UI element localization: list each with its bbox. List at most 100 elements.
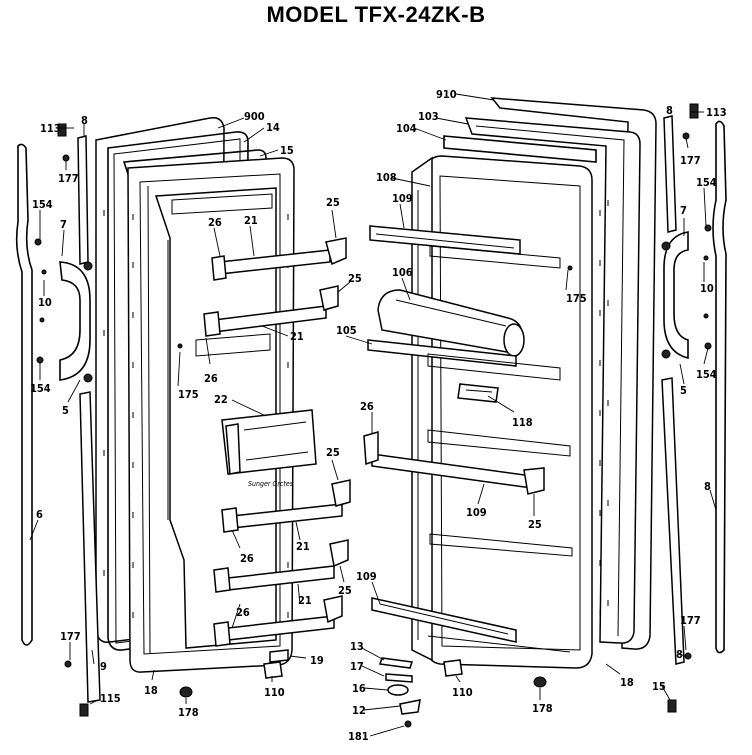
callout-108: 108 <box>376 171 397 184</box>
callout-25-c: 25 <box>326 446 340 459</box>
callout-177-right: 177 <box>680 154 701 167</box>
egg-tray <box>457 383 499 403</box>
left-hinge-pin <box>57 123 67 137</box>
callout-16: 16 <box>352 682 366 695</box>
callout-26-c: 26 <box>240 552 254 565</box>
left-trim-strip-lower <box>79 391 101 703</box>
freezer-leveling-foot <box>179 686 193 698</box>
hinge-hardware <box>379 657 421 728</box>
callout-110-left: 110 <box>264 686 285 699</box>
callout-21-d: 21 <box>298 594 312 607</box>
fresh-food-hinge-cover <box>443 659 463 677</box>
callout-910: 910 <box>436 88 457 101</box>
callout-178-right: 178 <box>532 702 553 715</box>
callout-25-b: 25 <box>348 272 362 285</box>
callout-19: 19 <box>310 654 324 667</box>
callout-7-right: 7 <box>680 204 687 217</box>
freezer-shelf-2 <box>203 285 339 337</box>
callout-21-c: 21 <box>296 540 310 553</box>
callout-21-a: 21 <box>244 214 258 227</box>
fresh-food-shelf-middle <box>363 431 545 495</box>
left-door-trim-rod <box>15 143 33 646</box>
butter-compartment <box>377 289 525 357</box>
freezer-door-assembly: Sunger Grctes <box>15 116 351 717</box>
diagram-title: MODEL TFX-24ZK-B <box>266 2 486 27</box>
callout-17: 17 <box>350 660 364 673</box>
right-hinge-pin <box>689 103 699 119</box>
callout-175-right: 175 <box>566 292 587 305</box>
callout-105: 105 <box>336 324 357 337</box>
callout-25-a: 25 <box>326 196 340 209</box>
callout-900: 900 <box>244 110 265 123</box>
callout-9-left: 9 <box>100 660 107 673</box>
fresh-food-door-gasket <box>464 117 641 644</box>
callout-109-c: 109 <box>356 570 377 583</box>
callout-177-left: 177 <box>58 172 79 185</box>
callout-104: 104 <box>396 122 417 135</box>
ice-bin-script-label: Sunger Grctes <box>248 480 294 488</box>
callout-154-right-top: 154 <box>696 176 717 189</box>
freezer-shelf-4 <box>213 539 349 593</box>
callout-15-right: 15 <box>652 680 666 693</box>
callout-113-left: 113 <box>40 122 61 135</box>
callout-15: 15 <box>280 144 294 157</box>
callout-181: 181 <box>348 730 369 743</box>
left-door-handle <box>59 261 91 381</box>
callout-13: 13 <box>350 640 364 653</box>
freezer-hinge-cover <box>263 661 283 679</box>
callout-labels: 900 14 15 113 8 177 154 7 10 154 5 6 177… <box>30 88 727 743</box>
callout-18-left: 18 <box>144 684 158 697</box>
callout-177-right-bottom: 177 <box>680 614 701 627</box>
callout-8-top-left: 8 <box>81 114 88 127</box>
fresh-food-door-liner <box>427 155 593 669</box>
callout-26-a: 26 <box>208 216 222 229</box>
callout-8-right-bottom: 8 <box>676 648 683 661</box>
callout-26-e: 26 <box>360 400 374 413</box>
callout-26-d: 26 <box>236 606 250 619</box>
callout-103: 103 <box>418 110 439 123</box>
fresh-food-breaker-strip <box>443 135 597 163</box>
fresh-food-leveling-foot <box>533 676 547 688</box>
callout-175-left: 175 <box>178 388 199 401</box>
fresh-food-door-assembly <box>363 97 727 728</box>
callout-7-left: 7 <box>60 218 67 231</box>
callout-118: 118 <box>512 416 533 429</box>
right-trim-strip-lower <box>661 377 685 665</box>
callout-12: 12 <box>352 704 366 717</box>
fresh-food-shelf-top <box>369 225 561 269</box>
fresh-food-shelf-bottom <box>371 597 517 643</box>
callout-110-right: 110 <box>452 686 473 699</box>
callout-14: 14 <box>266 121 280 134</box>
callout-113-right: 113 <box>706 106 727 119</box>
callout-10-right: 10 <box>700 282 714 295</box>
callout-109-b: 109 <box>466 506 487 519</box>
callout-115: 115 <box>100 692 121 705</box>
callout-21-b: 21 <box>290 330 304 343</box>
freezer-ice-bin: Sunger Grctes <box>221 409 317 488</box>
callout-6-left: 6 <box>36 508 43 521</box>
left-trim-strip-upper <box>77 135 89 265</box>
freezer-shelf-3 <box>221 479 351 533</box>
callout-22: 22 <box>214 393 228 406</box>
leader-lines <box>29 93 717 737</box>
callout-109-a: 109 <box>392 192 413 205</box>
freezer-shelf-5 <box>213 595 343 647</box>
callout-8-right: 8 <box>666 104 673 117</box>
callout-5-left: 5 <box>62 404 69 417</box>
right-door-trim-rod <box>712 120 727 654</box>
right-door-handle <box>663 231 689 360</box>
callout-106: 106 <box>392 266 413 279</box>
callout-177-left-bottom: 177 <box>60 630 81 643</box>
callout-25-e: 25 <box>528 518 542 531</box>
callout-18-right: 18 <box>620 676 634 689</box>
callout-154-right-bottom: 154 <box>696 368 717 381</box>
callout-154-left-bottom: 154 <box>30 382 51 395</box>
callout-25-d: 25 <box>338 584 352 597</box>
freezer-bottom-clip <box>269 649 289 663</box>
callout-154-left-top: 154 <box>32 198 53 211</box>
callout-26-b: 26 <box>204 372 218 385</box>
freezer-shelf-1 <box>211 237 347 281</box>
right-trim-strip-upper <box>663 115 677 233</box>
callout-10-left: 10 <box>38 296 52 309</box>
